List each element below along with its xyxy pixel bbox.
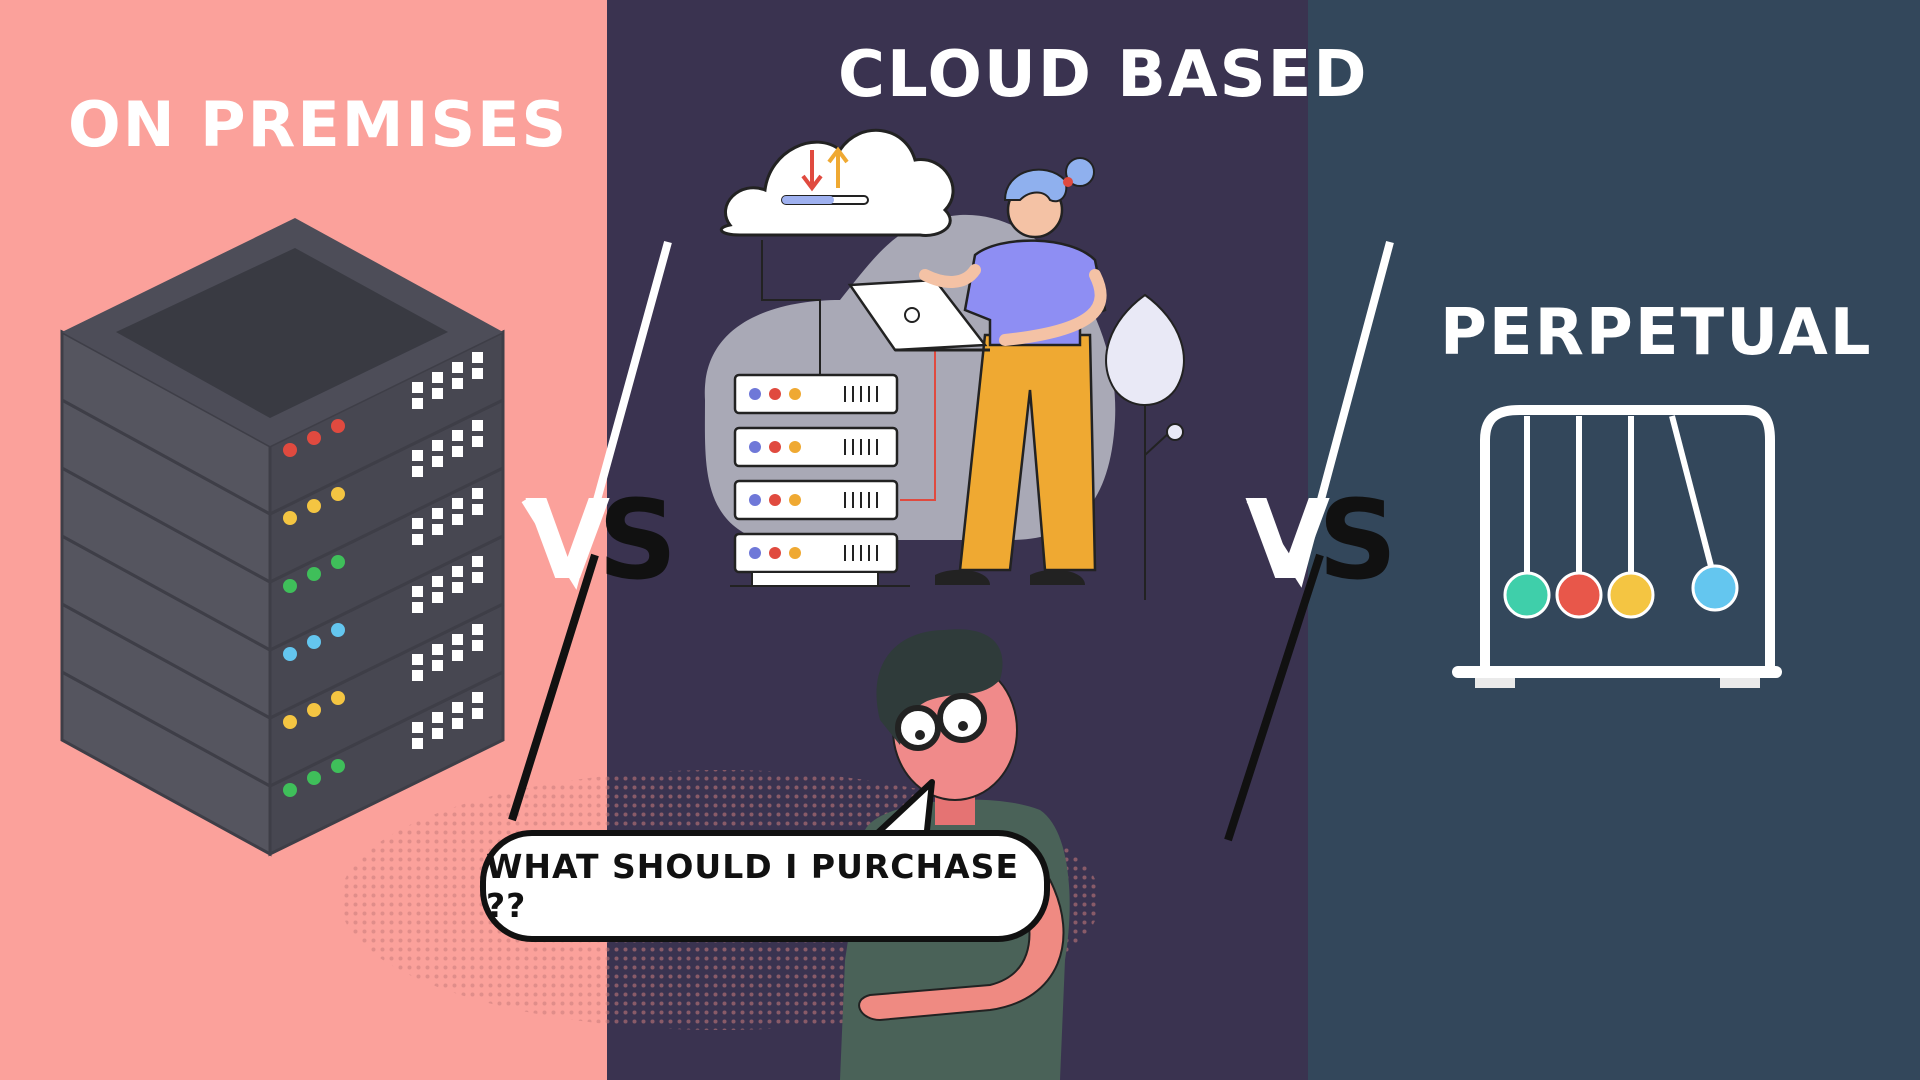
rack-vent xyxy=(412,738,423,749)
rack-vent xyxy=(472,556,483,567)
rack-led xyxy=(283,783,297,797)
cloud-illustration xyxy=(704,128,1185,600)
vs-divider-left xyxy=(508,240,672,822)
rack-led xyxy=(331,691,345,705)
rack-led xyxy=(331,419,345,433)
rack-led xyxy=(283,443,297,457)
rack-vent xyxy=(432,728,443,739)
rack-led xyxy=(331,623,345,637)
rack-led xyxy=(307,567,321,581)
rack-vent xyxy=(412,670,423,681)
rack-vent xyxy=(432,508,443,519)
vs-divider-right xyxy=(1224,240,1394,842)
svg-text:S: S xyxy=(1318,476,1397,604)
rack-led xyxy=(331,487,345,501)
rack-vent xyxy=(472,488,483,499)
heading-cloud-based: CLOUD BASED xyxy=(838,38,1369,112)
rack-led xyxy=(307,499,321,513)
rack-vent xyxy=(452,566,463,577)
rack-vent xyxy=(432,388,443,399)
rack-led xyxy=(331,555,345,569)
person-laptop-icon xyxy=(847,157,1107,585)
rack-vent xyxy=(432,372,443,383)
rack-vent xyxy=(452,582,463,593)
rack-vent xyxy=(452,446,463,457)
rack-led xyxy=(307,703,321,717)
rack-vent xyxy=(472,504,483,515)
server-rack-icon xyxy=(60,218,505,857)
rack-vent xyxy=(472,692,483,703)
rack-vent xyxy=(432,524,443,535)
rack-vent xyxy=(452,378,463,389)
vs-text-right: V S xyxy=(1245,476,1397,604)
rack-vent xyxy=(432,440,443,451)
plant-icon xyxy=(1105,293,1185,600)
rack-vent xyxy=(452,362,463,373)
rack-led xyxy=(307,635,321,649)
rack-vent xyxy=(412,450,423,461)
rack-vent xyxy=(412,586,423,597)
rack-vent xyxy=(452,634,463,645)
vs-text-left: V S xyxy=(525,476,677,604)
rack-vent xyxy=(432,712,443,723)
rack-led xyxy=(283,715,297,729)
rack-vent xyxy=(412,722,423,733)
cloud-sync-icon xyxy=(719,128,955,237)
rack-vent xyxy=(432,456,443,467)
panel-perpetual xyxy=(1308,0,1920,1080)
rack-vent xyxy=(452,718,463,729)
rack-led xyxy=(307,431,321,445)
rack-vent xyxy=(472,572,483,583)
cloud-server-stack xyxy=(730,373,910,587)
rack-vent xyxy=(472,368,483,379)
rack-vent xyxy=(412,466,423,477)
rack-vent xyxy=(412,398,423,409)
rack-vent xyxy=(412,534,423,545)
heading-perpetual: PERPETUAL xyxy=(1440,296,1873,370)
rack-vent xyxy=(452,498,463,509)
rack-led xyxy=(331,759,345,773)
rack-vent xyxy=(412,602,423,613)
rack-vent xyxy=(412,518,423,529)
rack-vent xyxy=(452,514,463,525)
svg-text:S: S xyxy=(598,476,677,604)
rack-vent xyxy=(432,660,443,671)
rack-vent xyxy=(472,708,483,719)
rack-vent xyxy=(472,420,483,431)
rack-led xyxy=(283,511,297,525)
rack-vent xyxy=(432,576,443,587)
speech-bubble: WHAT SHOULD I PURCHASE ?? xyxy=(480,830,1050,942)
svg-text:V: V xyxy=(1245,476,1330,604)
svg-text:V: V xyxy=(525,476,610,604)
speech-bubble-text: WHAT SHOULD I PURCHASE ?? xyxy=(486,847,1019,925)
rack-vent xyxy=(432,592,443,603)
rack-vent xyxy=(452,430,463,441)
rack-vent xyxy=(432,644,443,655)
rack-vent xyxy=(452,702,463,713)
rack-led xyxy=(283,647,297,661)
rack-vent xyxy=(472,624,483,635)
newtons-cradle-icon xyxy=(1452,405,1782,688)
rack-vent xyxy=(472,352,483,363)
rack-vent xyxy=(472,640,483,651)
rack-vent xyxy=(412,654,423,665)
rack-led xyxy=(307,771,321,785)
heading-on-premises: ON PREMISES xyxy=(68,88,569,161)
rack-vent xyxy=(452,650,463,661)
rack-vent xyxy=(412,382,423,393)
rack-led xyxy=(283,579,297,593)
rack-vent xyxy=(472,436,483,447)
rack-unit-front xyxy=(268,329,505,517)
